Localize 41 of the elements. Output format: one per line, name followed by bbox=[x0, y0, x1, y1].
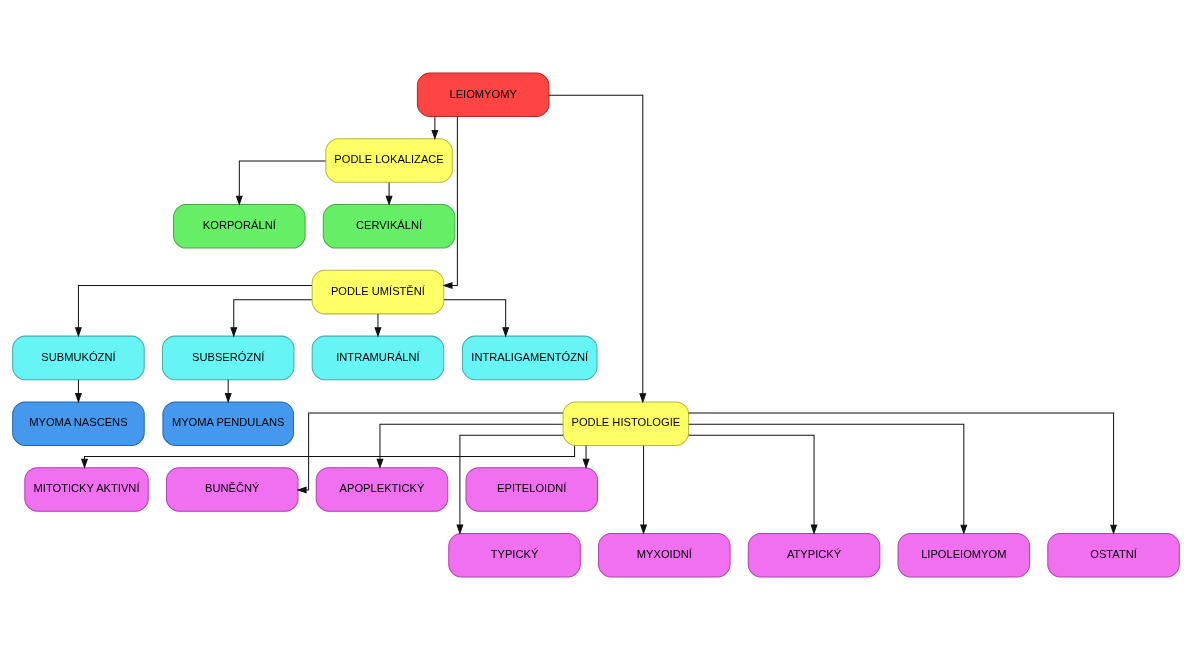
node-box: SUBSERÓZNÍ bbox=[161, 335, 295, 380]
node-box: MYOMA NASCENS bbox=[12, 400, 145, 446]
node-box: MYXOIDNÍ bbox=[598, 532, 731, 577]
node-box: MITOTICKY AKTIVNÍ bbox=[24, 466, 149, 512]
node-box: APOPLEKTICKÝ bbox=[315, 466, 449, 512]
node-box: SUBMUKÓZNÍ bbox=[12, 335, 145, 380]
node-box: INTRALIGAMENTÓZNÍ bbox=[461, 335, 598, 380]
arrow bbox=[443, 298, 510, 337]
node-box: INTRAMURÁLNÍ bbox=[311, 335, 445, 380]
arrow bbox=[296, 412, 564, 493]
arrow bbox=[224, 378, 232, 403]
arrow bbox=[230, 298, 313, 337]
arrow bbox=[235, 160, 327, 206]
node-box: TYPICKÝ bbox=[448, 532, 581, 577]
arrow bbox=[640, 444, 648, 535]
node-box: KORPORÁLNÍ bbox=[173, 203, 306, 249]
arrow bbox=[688, 423, 968, 535]
node-box: LEIOMYOMY bbox=[416, 72, 550, 117]
node-box: PODLE HISTOLOGIE bbox=[562, 400, 690, 446]
arrow bbox=[74, 284, 313, 337]
arrow bbox=[688, 434, 818, 535]
arrow bbox=[688, 412, 1118, 535]
node-box: ATYPICKÝ bbox=[747, 532, 881, 577]
arrow bbox=[582, 444, 590, 469]
arrow bbox=[80, 444, 576, 469]
arrow bbox=[431, 115, 439, 140]
arrow bbox=[442, 115, 458, 289]
node-box: MYOMA PENDULANS bbox=[162, 400, 294, 446]
arrow bbox=[456, 434, 564, 535]
node-box: BUNĚČNÝ bbox=[165, 466, 299, 512]
arrow bbox=[374, 313, 382, 337]
node-box: LIPOLEIOMYOM bbox=[897, 532, 1031, 577]
node-box: OSTATNÍ bbox=[1047, 532, 1180, 577]
arrow bbox=[548, 94, 647, 403]
node-box: EPITELOIDNÍ bbox=[465, 466, 599, 512]
arrow bbox=[376, 423, 564, 469]
node-box: CERVIKÁLNÍ bbox=[322, 203, 456, 249]
node-box: PODLE LOKALIZACE bbox=[325, 137, 453, 183]
arrow bbox=[74, 378, 82, 403]
node-box: PODLE UMÍSTĚNÍ bbox=[311, 269, 445, 314]
arrow bbox=[385, 181, 393, 206]
